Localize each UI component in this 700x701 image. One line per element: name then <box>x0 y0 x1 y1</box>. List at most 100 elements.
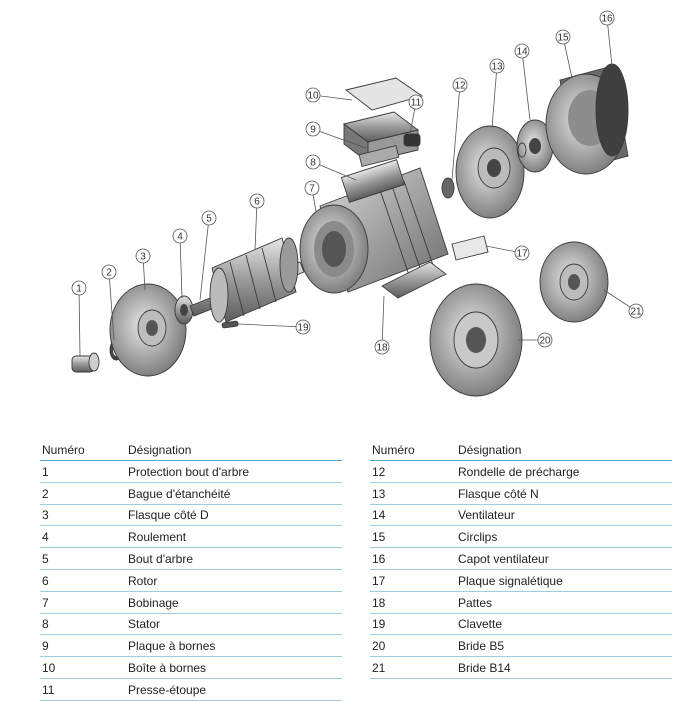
callout-circle <box>537 332 553 348</box>
callout-2: 2 <box>101 264 117 341</box>
callout-21: 21 <box>603 289 644 319</box>
part-designation: Pattes <box>458 595 493 610</box>
callout-8: 8 <box>305 154 357 181</box>
callout-12: 12 <box>451 77 468 181</box>
callout-circle <box>172 228 188 244</box>
part-designation: Bague d'étanchéité <box>128 486 231 501</box>
callout-number: 16 <box>601 14 613 25</box>
leader-line <box>237 323 304 328</box>
callout-circle <box>408 94 424 110</box>
leader-line <box>254 200 258 251</box>
callout-number: 12 <box>454 81 466 92</box>
part-number: 9 <box>42 639 49 654</box>
callout-number: 15 <box>557 33 569 44</box>
callout-4: 4 <box>172 228 188 299</box>
part-designation: Protection bout d'arbre <box>128 464 250 479</box>
part-designation: Boîte à bornes <box>128 660 207 675</box>
callout-number: 18 <box>376 343 388 354</box>
part-number: 6 <box>42 573 49 588</box>
leader-line <box>381 295 385 348</box>
leader-line <box>312 161 357 181</box>
fan-cover-part <box>545 63 629 175</box>
leader-line <box>606 17 613 67</box>
callout-18: 18 <box>374 295 390 355</box>
part-number: 5 <box>42 551 49 566</box>
callout-9: 9 <box>305 121 367 149</box>
table-row: 20 Bride B5 <box>370 636 672 658</box>
callout-15: 15 <box>555 29 573 79</box>
table-row: 21 Bride B14 <box>370 658 672 679</box>
callout-number: 13 <box>491 62 503 73</box>
part-designation: Bride B5 <box>458 639 505 654</box>
part-designation: Rondelle de précharge <box>458 464 580 479</box>
part-number: 18 <box>372 595 386 610</box>
callout-10: 10 <box>305 87 353 103</box>
part-number: 19 <box>372 617 386 632</box>
table-row: 11 Presse-étoupe <box>40 680 342 701</box>
table-row: 2 Bague d'étanchéité <box>40 484 342 505</box>
part-number: 4 <box>42 530 49 545</box>
callout-number: 5 <box>206 214 212 225</box>
callout-20: 20 <box>518 332 553 348</box>
part-number: 21 <box>372 660 386 675</box>
callout-16: 16 <box>599 10 615 67</box>
callout-14: 14 <box>514 43 531 121</box>
part-designation: Rotor <box>128 573 158 588</box>
part-designation: Plaque à bornes <box>128 639 216 654</box>
callout-circle <box>305 154 321 170</box>
shaft-protection-part <box>71 352 100 373</box>
table-rows: 1 Protection bout d'arbre 2 Bague d'étanché… <box>40 462 342 701</box>
terminal-box-part <box>342 77 424 167</box>
callout-circle <box>628 303 644 319</box>
part-designation: Bride B14 <box>458 660 511 675</box>
callout-circle <box>599 10 615 26</box>
callout-17: 17 <box>485 245 530 261</box>
callout-7: 7 <box>304 180 320 213</box>
part-designation: Capot ventilateur <box>458 551 549 566</box>
part-designation: Roulement <box>128 530 187 545</box>
leader-line <box>312 128 367 149</box>
callout-number: 7 <box>309 184 315 195</box>
callout-3: 3 <box>135 248 151 291</box>
leader-line <box>521 50 531 121</box>
part-designation: Plaque signalétique <box>458 573 563 588</box>
part-designation: Flasque côté N <box>458 486 539 501</box>
callout-circle <box>304 180 320 196</box>
flange-b14-part <box>539 241 609 323</box>
part-number: 11 <box>42 682 55 697</box>
table-row: 13 Flasque côté N <box>370 484 672 505</box>
callout-number: 4 <box>177 232 183 243</box>
part-number: 20 <box>372 639 386 654</box>
callout-circle <box>135 248 151 264</box>
part-number: 1 <box>42 464 49 479</box>
part-number: 13 <box>372 486 386 501</box>
callout-number: 10 <box>307 91 319 102</box>
table-row: 12 Rondelle de précharge <box>370 462 672 483</box>
callout-circle <box>555 29 571 45</box>
callout-6: 6 <box>249 193 265 251</box>
callout-number: 1 <box>76 284 82 295</box>
table-row: 1 Protection bout d'arbre <box>40 462 342 483</box>
part-designation: Flasque côté D <box>128 508 209 523</box>
callout-number: 20 <box>539 336 551 347</box>
header-number: Numéro <box>372 443 415 457</box>
callout-1: 1 <box>71 280 87 357</box>
part-number: 2 <box>42 486 49 501</box>
callout-circle <box>305 87 321 103</box>
end-shield-d-part <box>109 283 187 377</box>
table-row: 6 Rotor <box>40 571 342 592</box>
callout-5: 5 <box>199 210 217 301</box>
header-designation: Désignation <box>458 443 522 457</box>
leader-line <box>108 271 115 341</box>
part-number: 12 <box>372 464 386 479</box>
part-designation: Presse-étoupe <box>128 682 207 697</box>
circlip-part <box>517 142 527 158</box>
callout-number: 19 <box>297 323 309 334</box>
